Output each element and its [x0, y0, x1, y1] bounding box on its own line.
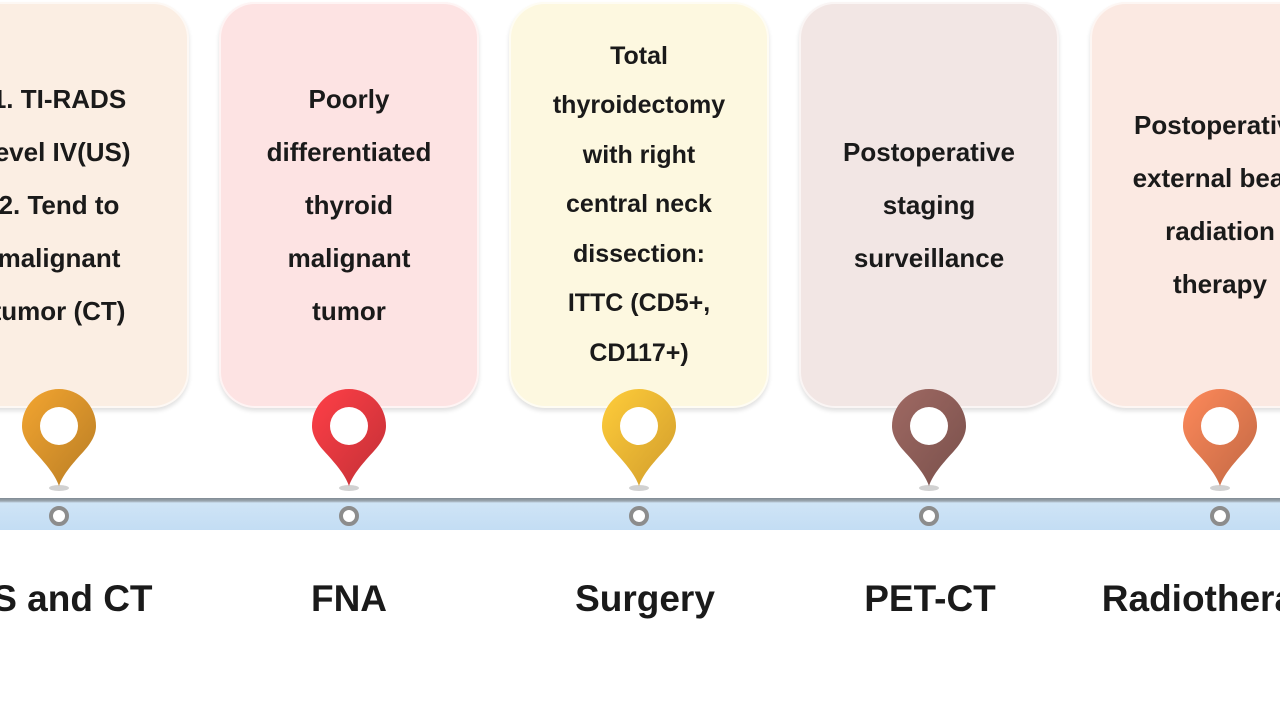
map-pin-icon — [312, 389, 386, 491]
stage-card: Total thyroidectomy with right central n… — [509, 2, 769, 408]
stage-card: Poorly differentiated thyroid malignant … — [219, 2, 479, 408]
map-pin-icon — [602, 389, 676, 491]
map-pin-icon — [22, 389, 96, 491]
stage-label: Surgery — [575, 578, 715, 619]
timeline-node — [339, 506, 359, 526]
map-pin-icon — [892, 389, 966, 491]
stage-card: Postoperative external beam radiation th… — [1090, 2, 1280, 408]
stage-card-text: 1. TI-RADS level IV(US) 2. Tend to malig… — [0, 83, 131, 326]
stage-label: US and CT — [0, 578, 153, 619]
map-pin-icon — [1183, 389, 1257, 491]
timeline-node — [629, 506, 649, 526]
stage-card: Postoperative staging surveillance — [799, 2, 1059, 408]
timeline-node — [49, 506, 69, 526]
timeline-node — [919, 506, 939, 526]
stage-card-text: Total thyroidectomy with right central n… — [552, 41, 726, 367]
stage-card-text: Poorly differentiated thyroid malignant … — [266, 83, 432, 326]
stage-card: 1. TI-RADS level IV(US) 2. Tend to malig… — [0, 2, 189, 408]
timeline-node — [1210, 506, 1230, 526]
stage-card-text: Postoperative external beam radiation th… — [1132, 110, 1280, 299]
stage-label: FNA — [310, 578, 388, 619]
stage-card-text: Postoperative staging surveillance — [843, 136, 1015, 273]
stage-label: Radiotherapy — [1101, 578, 1280, 619]
stage-label: PET-CT — [864, 578, 996, 619]
